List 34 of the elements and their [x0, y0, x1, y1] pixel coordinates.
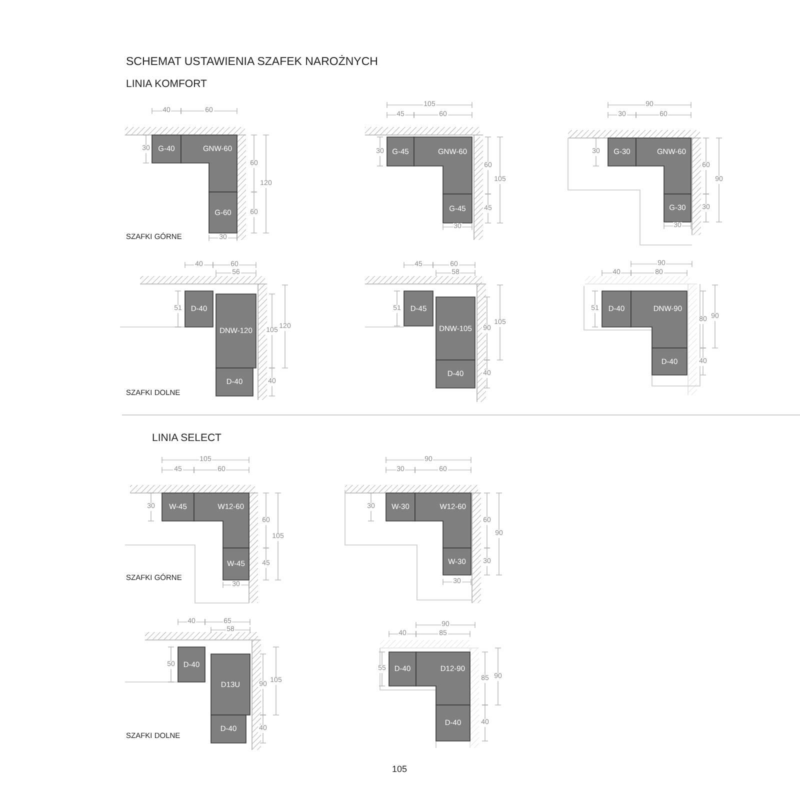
page-number: 105 — [392, 764, 408, 774]
cabinet-block — [389, 652, 416, 686]
cabinet-block — [443, 548, 471, 575]
cabinet-block — [223, 548, 249, 580]
cabinet-block — [652, 348, 687, 375]
cabinet-block — [178, 647, 205, 682]
cabinet-block — [404, 291, 433, 326]
cabinet-block — [414, 137, 472, 194]
section-heading: LINIA SELECT — [152, 432, 222, 444]
section-heading: LINIA KOMFORT — [126, 78, 207, 90]
cabinet-block — [436, 360, 475, 388]
cabinet-block — [209, 192, 237, 233]
cabinet-block — [194, 493, 249, 548]
cabinet-block — [436, 297, 475, 360]
cabinet-block — [636, 138, 691, 194]
cabinet-block — [436, 705, 470, 741]
cabinet-block — [162, 493, 194, 521]
cabinet-block — [211, 654, 250, 715]
cabinet-block — [416, 652, 470, 705]
cabinet-block — [443, 194, 472, 223]
cabinet-block — [211, 715, 246, 743]
cabinet-block — [181, 135, 237, 192]
page-title: SCHEMAT USTAWIENIA SZAFEK NAROŻNYCH — [126, 56, 378, 68]
cabinet-block — [216, 294, 256, 368]
cabinet-block — [152, 135, 181, 163]
cabinet-block — [664, 194, 691, 222]
cabinet-block — [386, 493, 415, 521]
cabinet-block — [631, 291, 687, 348]
cabinet-block — [602, 291, 631, 327]
cabinet-block — [387, 137, 414, 166]
cabinet-block — [608, 138, 636, 166]
cabinet-block — [415, 493, 471, 548]
cabinet-block — [185, 291, 213, 327]
cabinet-block — [216, 368, 253, 396]
